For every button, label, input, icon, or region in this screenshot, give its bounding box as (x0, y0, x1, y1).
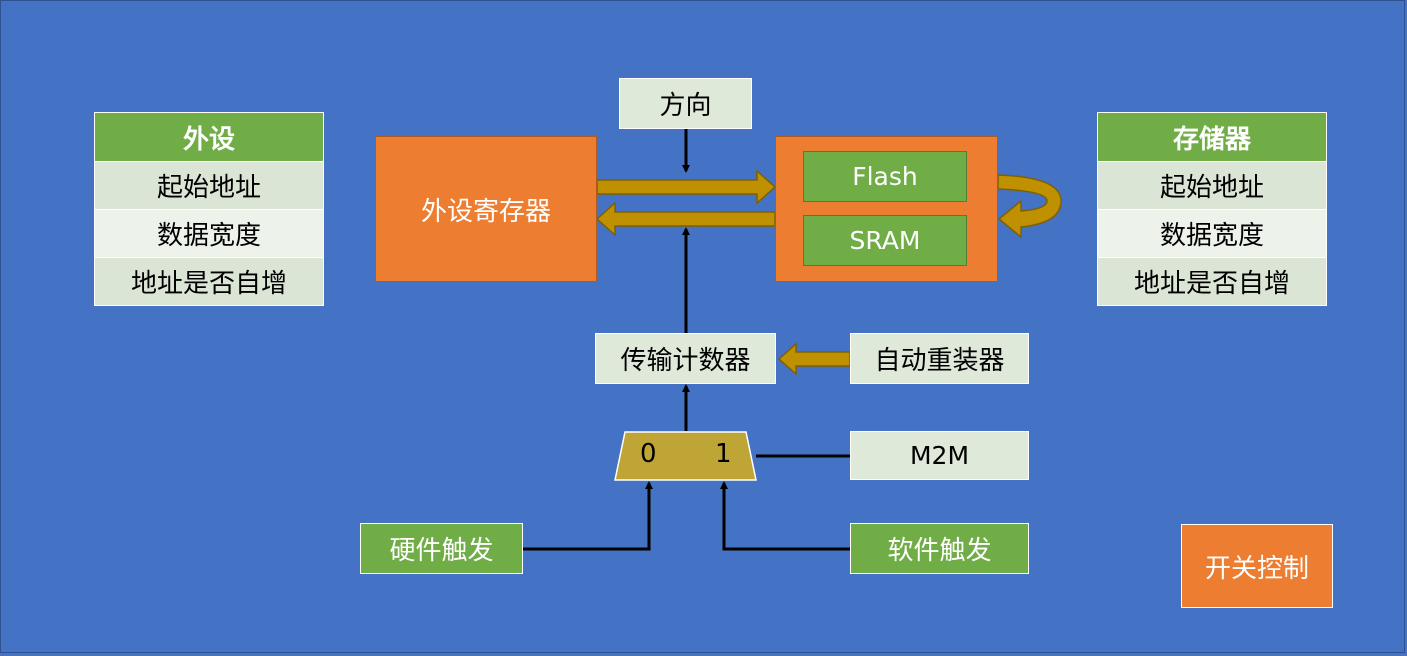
flash-box: Flash (803, 151, 967, 202)
peripheral-table-title: 外设 (95, 113, 323, 161)
hardware-trigger: 硬件触发 (360, 523, 523, 574)
software-trigger-line (720, 481, 850, 551)
mux-input-0: 0 (640, 439, 657, 469)
gold-arrow-right (596, 169, 777, 205)
transfer-counter: 传输计数器 (595, 333, 776, 384)
memory-table: 存储器 起始地址 数据宽度 地址是否自增 (1097, 112, 1327, 306)
peripheral-table: 外设 起始地址 数据宽度 地址是否自增 (94, 112, 324, 306)
sram-box: SRAM (803, 215, 967, 266)
peripheral-register: 外设寄存器 (375, 136, 597, 282)
gold-arrow-left (595, 201, 776, 237)
m2m-box: M2M (850, 431, 1029, 480)
switch-control: 开关控制 (1181, 524, 1333, 608)
software-trigger: 软件触发 (850, 523, 1029, 574)
memory-loop-arrow (997, 174, 1062, 239)
mux-input-1: 1 (715, 439, 732, 469)
hardware-trigger-line (523, 481, 653, 551)
peripheral-data-width: 数据宽度 (95, 209, 323, 257)
peripheral-address-increment: 地址是否自增 (95, 257, 323, 305)
mux-shape (614, 431, 757, 481)
auto-reload-register: 自动重装器 (850, 333, 1029, 384)
memory-address-increment: 地址是否自增 (1098, 257, 1326, 305)
memory-table-title: 存储器 (1098, 113, 1326, 161)
memory-start-address: 起始地址 (1098, 161, 1326, 209)
direction-label: 方向 (619, 78, 752, 129)
memory-data-width: 数据宽度 (1098, 209, 1326, 257)
gold-arrow-reload (777, 342, 851, 376)
peripheral-start-address: 起始地址 (95, 161, 323, 209)
